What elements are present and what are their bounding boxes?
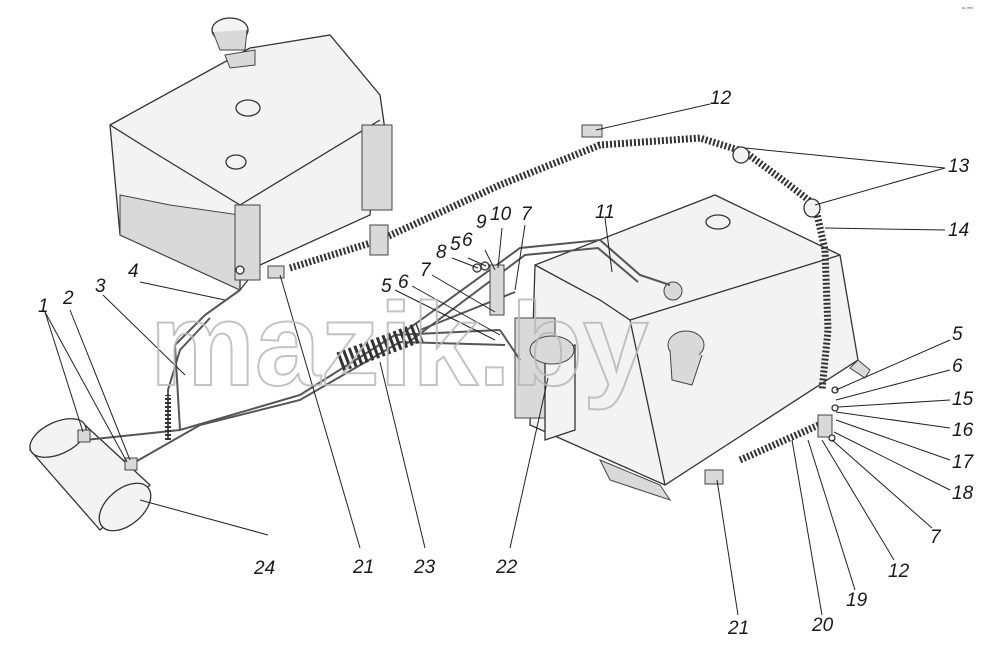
callout-4: 4 xyxy=(128,261,139,282)
callout-7-mid: 7 xyxy=(521,204,533,225)
fuel-lines xyxy=(84,238,671,466)
callout-3: 3 xyxy=(95,276,106,297)
callout-15: 15 xyxy=(952,389,974,410)
callout-21-right: 21 xyxy=(727,618,749,639)
callout-6-mid: 6 xyxy=(462,230,473,251)
callout-16: 16 xyxy=(952,420,974,441)
callout-23: 23 xyxy=(413,557,436,578)
watermark: mazik.by xyxy=(150,279,648,411)
callout-21-left: 21 xyxy=(352,557,374,578)
callout-13: 13 xyxy=(948,156,970,177)
callout-5-right: 5 xyxy=(952,324,963,345)
callout-19: 19 xyxy=(846,590,868,611)
callout-17: 17 xyxy=(952,452,975,473)
left-fuel-tank xyxy=(109,17,393,291)
callout-6-left: 6 xyxy=(398,272,409,293)
callout-12-bottom: 12 xyxy=(888,561,910,582)
callout-20: 20 xyxy=(811,615,834,636)
callout-6-right: 6 xyxy=(952,356,963,377)
callout-12-top: 12 xyxy=(710,88,732,109)
leader-lines xyxy=(44,103,951,616)
callout-1: 1 xyxy=(38,296,49,317)
cylinder-part-24 xyxy=(28,418,152,532)
callout-7-left: 7 xyxy=(420,260,432,281)
callout-14: 14 xyxy=(948,220,969,241)
right-fuel-tank xyxy=(529,194,871,501)
callout-11: 11 xyxy=(595,202,615,223)
fuel-filter xyxy=(514,317,576,441)
callout-24: 24 xyxy=(253,558,275,579)
corner-mark: ᵃⁿ ᵐᵐ xyxy=(962,6,973,12)
callout-8: 8 xyxy=(436,242,447,263)
fittings xyxy=(77,124,839,485)
callout-2: 2 xyxy=(62,288,74,309)
callout-5-left: 5 xyxy=(381,276,392,297)
callout-7-right: 7 xyxy=(930,527,942,548)
callout-18: 18 xyxy=(952,483,974,504)
callout-labels: 1 2 3 4 5 6 7 8 5 6 9 10 7 11 12 13 14 5… xyxy=(38,88,975,639)
callout-10: 10 xyxy=(490,204,512,225)
callout-5-mid: 5 xyxy=(450,234,461,255)
callout-22: 22 xyxy=(495,557,518,578)
callout-9: 9 xyxy=(476,212,487,233)
